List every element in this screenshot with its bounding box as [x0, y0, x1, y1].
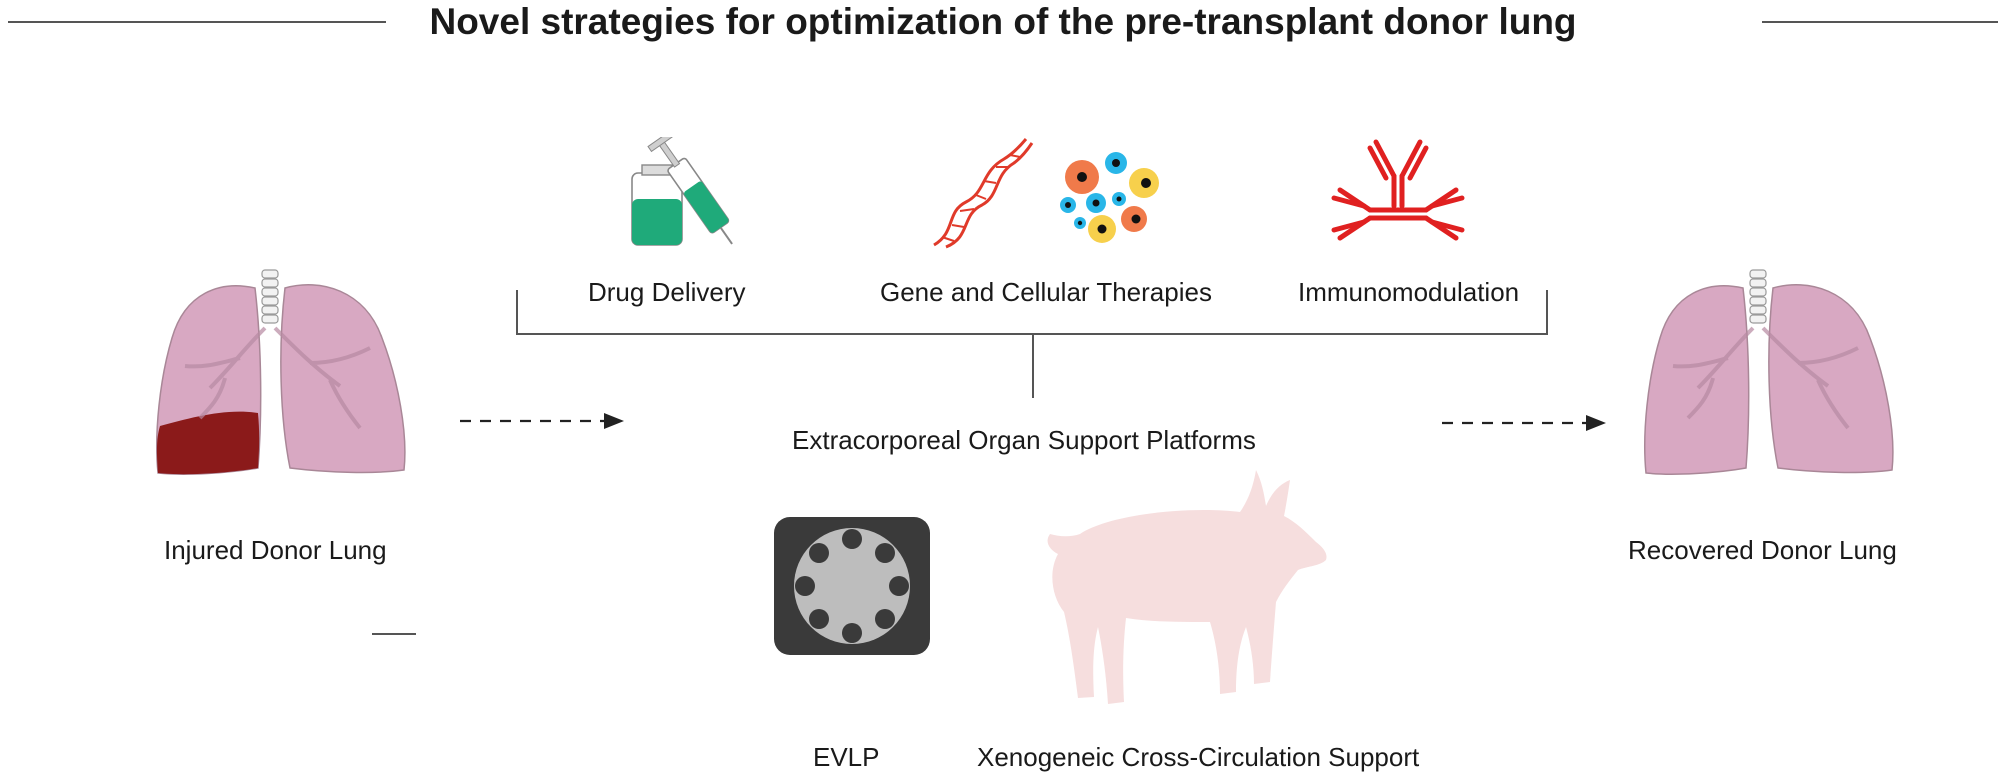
arrow-right-icon: [1442, 415, 1606, 431]
bracket-stem: [1032, 333, 1034, 398]
bracket-left-leg: [516, 290, 518, 334]
injured-lung-label: Injured Donor Lung: [164, 535, 387, 565]
recovered-lung-label: Recovered Donor Lung: [1628, 535, 1897, 565]
antibody-icon: [1331, 139, 1465, 241]
pig-icon: [1047, 470, 1327, 704]
syringe-vial-icon: [631, 137, 733, 246]
therapy-label-drug-delivery: Drug Delivery: [588, 277, 746, 307]
title-rule-left: [8, 21, 386, 23]
bracket-right-leg: [1546, 290, 1548, 334]
title-rule-right: [1762, 21, 1998, 23]
platform-label: Extracorporeal Organ Support Platforms: [792, 425, 1256, 455]
therapy-label-gene-cellular: Gene and Cellular Therapies: [880, 277, 1212, 307]
evlp-device-icon: [774, 517, 930, 655]
arrow-right-icon: [460, 413, 624, 429]
injured-lung-icon: [156, 269, 406, 475]
platform-label-evlp: EVLP: [813, 742, 880, 772]
recovered-lung-icon: [1644, 269, 1894, 475]
platform-label-xeno: Xenogeneic Cross-Circulation Support: [977, 742, 1420, 772]
page-title: Novel strategies for optimization of the…: [429, 1, 1577, 42]
scale-bar: [372, 633, 416, 635]
dna-cells-icon: [933, 138, 1159, 249]
therapy-label-immunomodulation: Immunomodulation: [1298, 277, 1520, 307]
